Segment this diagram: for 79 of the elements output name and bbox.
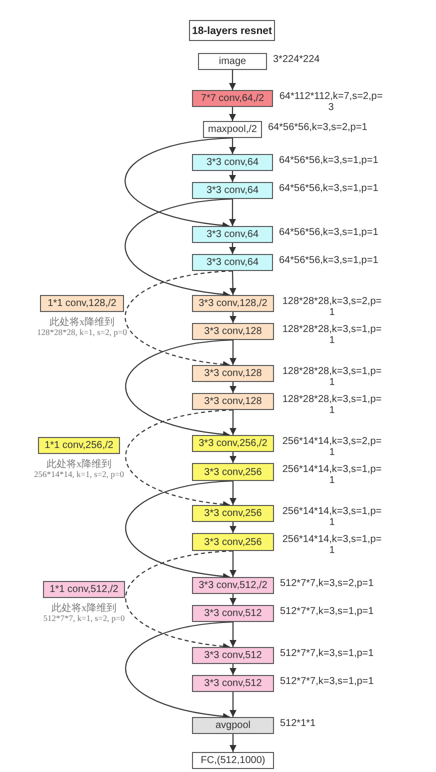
layer-box: 3*3 conv,64 — [192, 254, 273, 271]
layer-box: 3*3 conv,64 — [192, 182, 273, 199]
layer-box: 1*1 conv,512,/2 — [43, 581, 125, 598]
arrow — [230, 692, 236, 717]
note-text: 此处将x降维到 — [46, 458, 112, 471]
output-shape-label: 512*7*7,k=3,s=1,p=1 — [280, 648, 375, 659]
arrow — [230, 340, 236, 365]
arrow — [230, 481, 236, 505]
note-text: 此处将x降维到 — [48, 316, 116, 329]
output-shape-label: 128*28*28,k=3,s=2,p=1 — [281, 296, 383, 318]
arrow — [229, 270, 236, 296]
layer-box: 3*3 conv,256 — [192, 505, 274, 522]
output-shape-label: 128*28*28,k=3,s=1,p=1 — [281, 394, 383, 416]
layer-box: 3*3 conv,64 — [192, 226, 273, 243]
arrow — [230, 452, 236, 463]
layer-box: image — [198, 53, 267, 70]
layer-box: 3*3 conv,512 — [192, 647, 274, 664]
arrow — [230, 734, 236, 752]
arrow — [230, 410, 236, 435]
output-shape-label: 256*14*14,k=3,s=1,p=1 — [281, 464, 383, 486]
arrow — [229, 70, 236, 90]
output-shape-label: 256*14*14,k=3,s=1,p=1 — [281, 534, 383, 556]
arrow — [230, 551, 236, 577]
layer-box: 3*3 conv,128 — [192, 323, 274, 340]
output-shape-label: 256*14*14,k=3,s=1,p=1 — [281, 506, 383, 528]
layer-box: 3*3 conv,512 — [192, 675, 274, 692]
skip-connection — [125, 550, 234, 650]
layer-box: 3*3 conv,512,/2 — [192, 577, 274, 594]
skip-connection — [125, 339, 234, 438]
layer-box: 3*3 conv,512 — [192, 605, 274, 622]
output-shape-label: 64*56*56,k=3,s=1,p=1 — [279, 255, 380, 266]
layer-box: 1*1 conv,128,/2 — [40, 295, 124, 312]
layer-box: 3*3 conv,128,/2 — [192, 295, 274, 312]
layer-box: 3*3 conv,256,/2 — [192, 435, 274, 452]
arrow — [230, 382, 236, 393]
output-shape-label: 512*7*7,k=3,s=2,p=1 — [280, 578, 375, 589]
arrow — [229, 138, 236, 154]
arrow — [230, 522, 236, 533]
output-shape-label: 128*28*28,k=3,s=1,p=1 — [281, 324, 383, 346]
note-text: 512*7*7, k=1, s=2, p=0 — [42, 613, 126, 623]
arrow — [229, 107, 236, 121]
skip-connection — [125, 480, 234, 580]
output-shape-label: 256*14*14,k=3,s=2,p=1 — [281, 436, 383, 458]
layer-box: avgpool — [192, 717, 274, 734]
skip-connection — [124, 270, 233, 368]
output-shape-label: 64*56*56,k=3,s=2,p=1 — [268, 122, 368, 133]
output-shape-label: 512*7*7,k=3,s=1,p=1 — [280, 676, 375, 687]
output-shape-label: 64*56*56,k=3,s=1,p=1 — [279, 155, 380, 166]
note-text: 128*28*28, k=1, s=2, p=0 — [36, 327, 128, 337]
arrow — [229, 199, 236, 226]
layer-box: 3*3 conv,256 — [192, 533, 274, 551]
output-shape-label: 512*7*7,k=3,s=1,p=1 — [280, 606, 375, 617]
arrow — [230, 594, 236, 605]
layer-box: maxpool,/2 — [203, 121, 262, 138]
arrow — [229, 171, 236, 182]
arrow — [230, 622, 236, 647]
layer-box: 3*3 conv,256 — [192, 463, 274, 481]
skip-connection — [124, 137, 233, 229]
output-shape-label: 64*56*56,k=3,s=1,p=1 — [279, 227, 380, 238]
output-shape-label: 64*112*112,k=7,s=2,p=3 — [279, 91, 383, 113]
layer-box: 3*3 conv,128 — [192, 365, 274, 382]
layer-box: 3*3 conv,64 — [192, 154, 273, 171]
layer-box: FC,(512,1000) — [192, 752, 274, 769]
arrow — [229, 243, 236, 254]
output-shape-label: 128*28*28,k=3,s=1,p=1 — [281, 366, 383, 388]
output-shape-label: 512*1*1 — [280, 718, 317, 729]
skip-connection — [125, 621, 234, 720]
layer-box: 1*1 conv,256,/2 — [38, 437, 120, 454]
layer-box: 3*3 conv,128 — [192, 393, 274, 410]
output-shape-label: 3*224*224 — [273, 54, 321, 65]
skip-connection — [125, 409, 234, 508]
note-text: 256*14*14, k=1, s=2, p=0 — [33, 469, 125, 479]
note-text: 此处将x降维到 — [50, 602, 118, 615]
output-shape-label: 64*56*56,k=3,s=1,p=1 — [279, 183, 380, 194]
skip-connection — [124, 198, 233, 298]
arrow — [230, 664, 236, 675]
layer-box: 7*7 conv,64,/2 — [192, 90, 273, 107]
title: 18-layers resnet — [189, 20, 275, 41]
arrow — [230, 312, 236, 323]
